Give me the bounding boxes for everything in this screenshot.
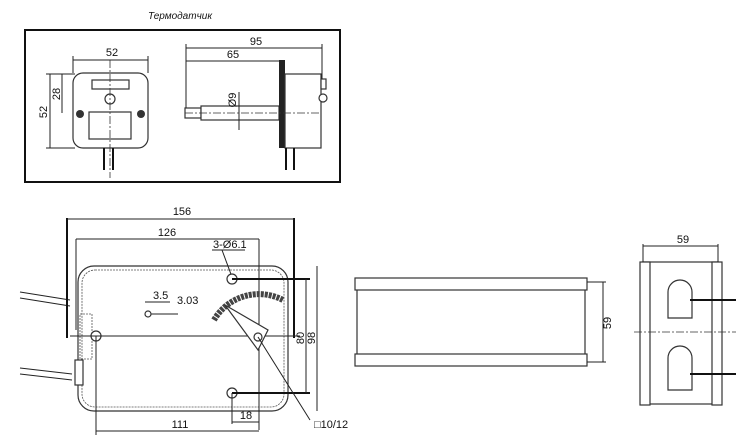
- side-probe-label: 65: [227, 49, 239, 61]
- sensor-side-view: 95 65 Ø9: [184, 36, 328, 170]
- side-height-label: 59: [602, 317, 614, 329]
- height-outer-label: 98: [306, 332, 318, 344]
- actuator-top-view: 156 126 3-Ø6.1 111 18 3.5 3.03 80 98 □10…: [19, 206, 348, 435]
- sensor-frame: [24, 29, 341, 183]
- holes-label: 3-Ø6.1: [213, 239, 247, 251]
- probe-diameter-label: Ø9: [227, 93, 239, 108]
- sensor-title: Термодатчик: [148, 11, 213, 22]
- small-dim-a-label: 3.5: [153, 290, 168, 302]
- end-width-label: 59: [677, 234, 689, 246]
- actuator-end-view: 59: [634, 234, 736, 406]
- actuator-side-view: 59: [354, 277, 614, 367]
- sensor-front-view: 52 52 28: [38, 47, 149, 178]
- overall-length-label: 156: [173, 206, 191, 218]
- hole-spacing-label: 126: [158, 227, 176, 239]
- shaft-offset-label: 18: [240, 410, 252, 422]
- base-length-label: 111: [172, 419, 189, 431]
- front-width-label: 52: [106, 47, 118, 59]
- small-dim-b-label: 3.03: [177, 295, 198, 307]
- front-offset-label: 28: [51, 88, 63, 100]
- side-total-label: 95: [250, 36, 262, 48]
- shaft-size-label: □10/12: [314, 419, 348, 431]
- height-inner-label: 80: [295, 332, 307, 344]
- front-height-label: 52: [38, 106, 50, 118]
- sensor-panel: Термодатчик 52 52 28: [24, 11, 341, 183]
